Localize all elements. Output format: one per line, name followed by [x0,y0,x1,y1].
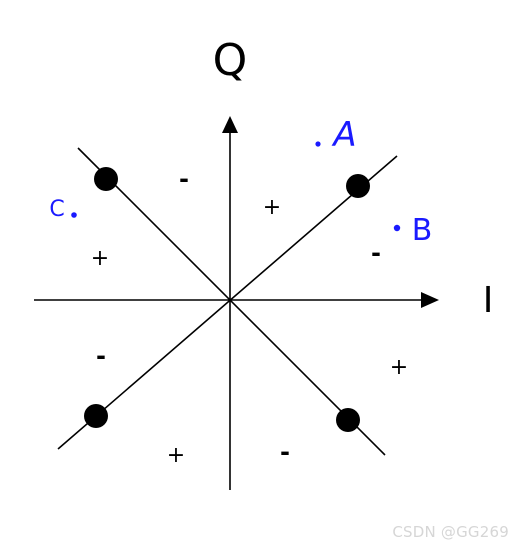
region-sign: - [179,165,189,193]
annotation-dot-c [71,212,77,218]
constellation-point-q3 [84,404,108,428]
region-sign: - [280,438,290,466]
region-sign: + [91,246,109,271]
q-axis-label: Q [213,35,248,86]
region-sign: - [96,342,106,370]
annotation-dot-a [315,141,321,147]
constellation-point-q1 [346,174,370,198]
region-sign: + [390,355,408,380]
diagonal-line-rising [57,155,398,450]
region-sign: + [167,443,185,468]
i-axis-label: I [483,280,494,321]
region-sign: - [371,239,381,267]
region-sign: + [263,195,281,220]
annotation-label-c: C [49,197,64,222]
constellation-point-q2 [94,167,118,191]
i-axis-arrowhead [421,292,439,308]
diagonal-line-falling [77,147,386,456]
annotation-label-b: B [412,213,433,248]
annotation-label-a: A [331,115,356,155]
watermark: CSDN @GG269 [392,523,509,541]
constellation-point-q4 [336,408,360,432]
annotation-dot-b [393,224,401,232]
q-axis-arrowhead [222,116,238,133]
